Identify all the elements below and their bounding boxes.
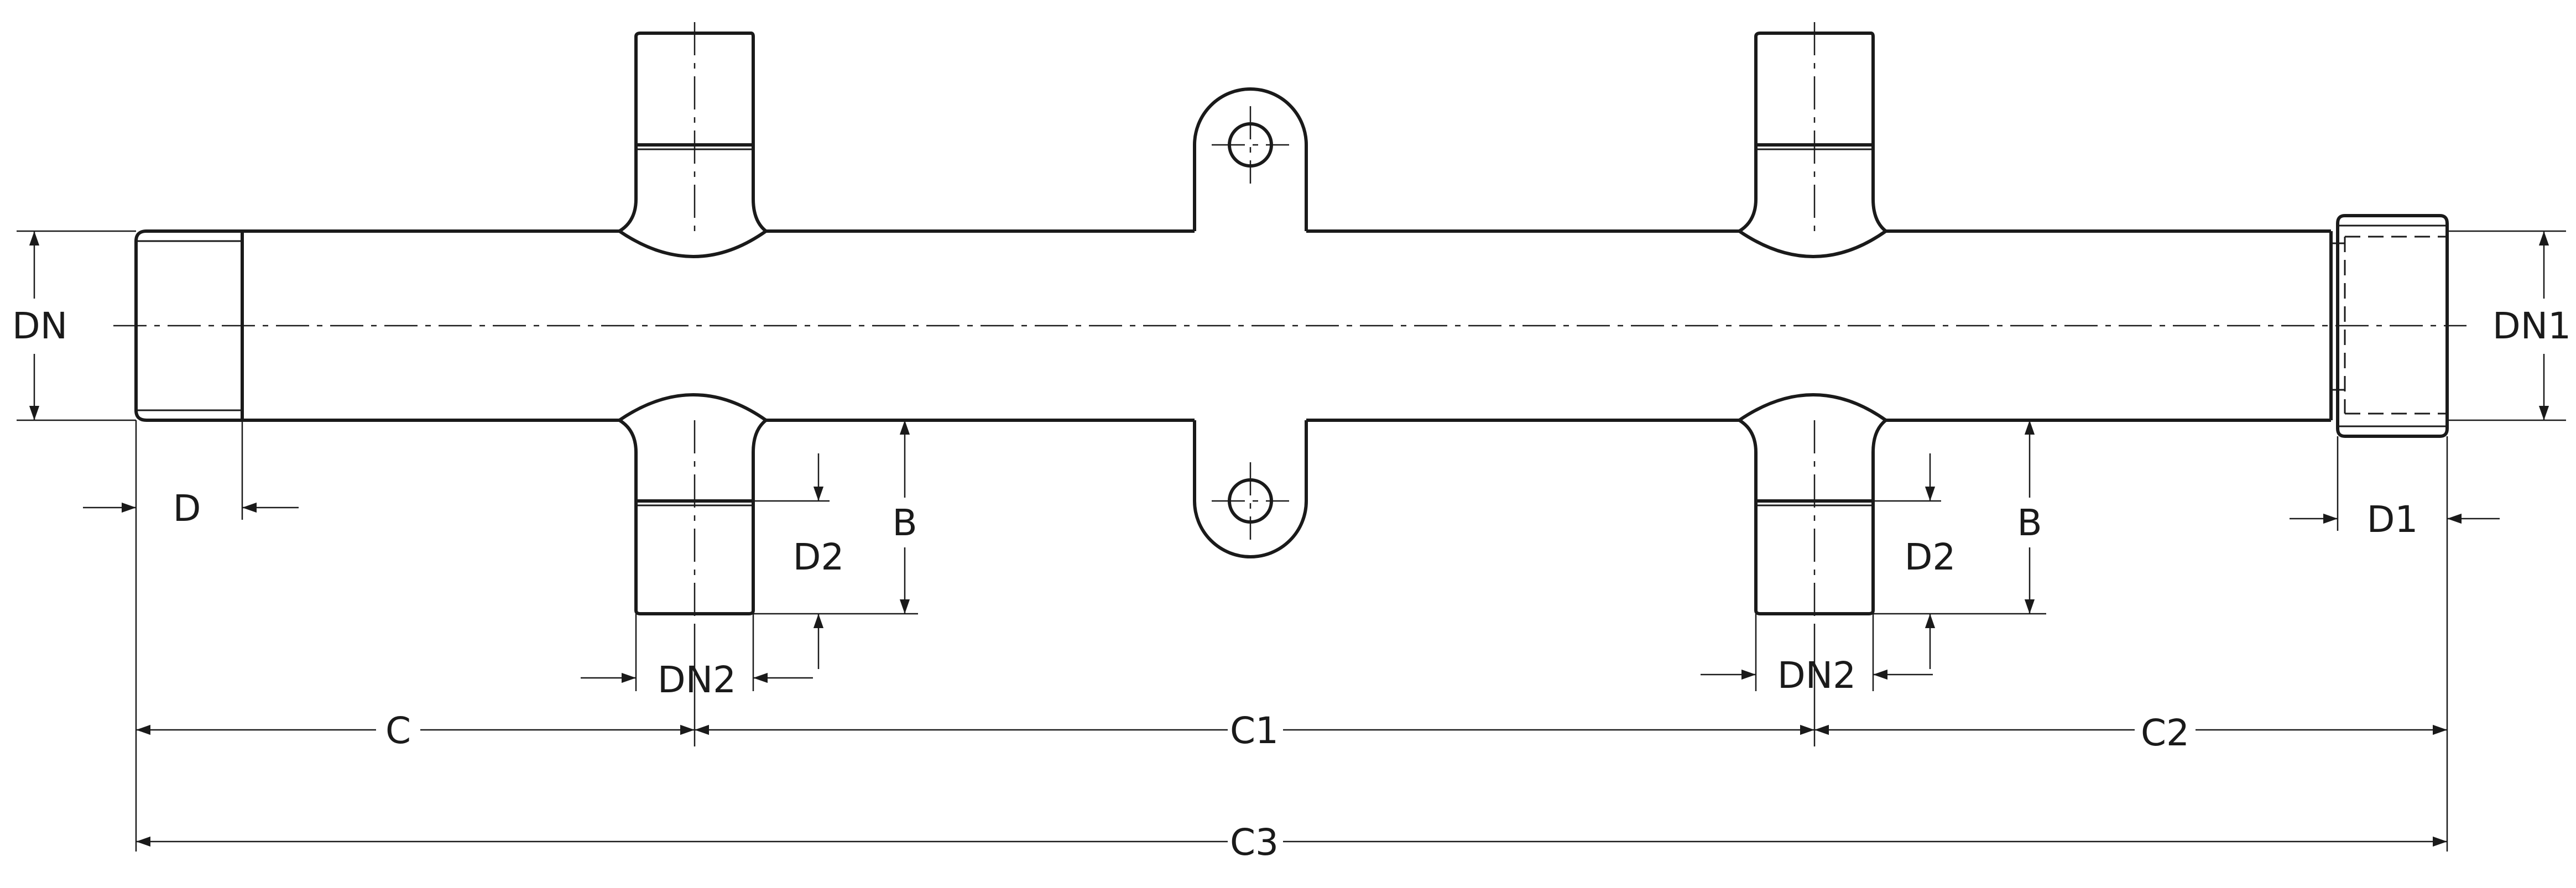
branch-top-right [1738, 32, 1887, 258]
label-d1: D1 [2367, 498, 2418, 541]
label-d2-right: D2 [1905, 536, 1956, 578]
center-lines [113, 22, 2467, 625]
label-c2: C2 [2141, 712, 2189, 754]
dimension-lines [29, 231, 2549, 847]
label-dn2-right: DN2 [1777, 654, 1856, 697]
branch-bottom-left [618, 393, 767, 615]
label-c: C [385, 709, 411, 752]
label-d2-left: D2 [793, 536, 844, 578]
right-female-end [2329, 214, 2449, 438]
left-thread-end [134, 229, 244, 422]
label-c1: C1 [1230, 709, 1279, 752]
label-dn2-left: DN2 [658, 659, 736, 701]
label-c3: C3 [1230, 821, 1279, 864]
label-b-left: B [892, 502, 917, 544]
branch-bottom-right [1738, 393, 1887, 615]
label-b-right: B [2017, 502, 2042, 544]
branch-top-left [618, 32, 767, 258]
pipe-body [242, 229, 2331, 422]
label-dn1: DN1 [2492, 305, 2571, 347]
label-dn: DN [12, 305, 67, 347]
dimension-labels: DN DN1 D D1 D2 B D2 B DN2 DN2 C C1 C2 C3 [12, 305, 2571, 864]
label-d: D [173, 487, 201, 530]
